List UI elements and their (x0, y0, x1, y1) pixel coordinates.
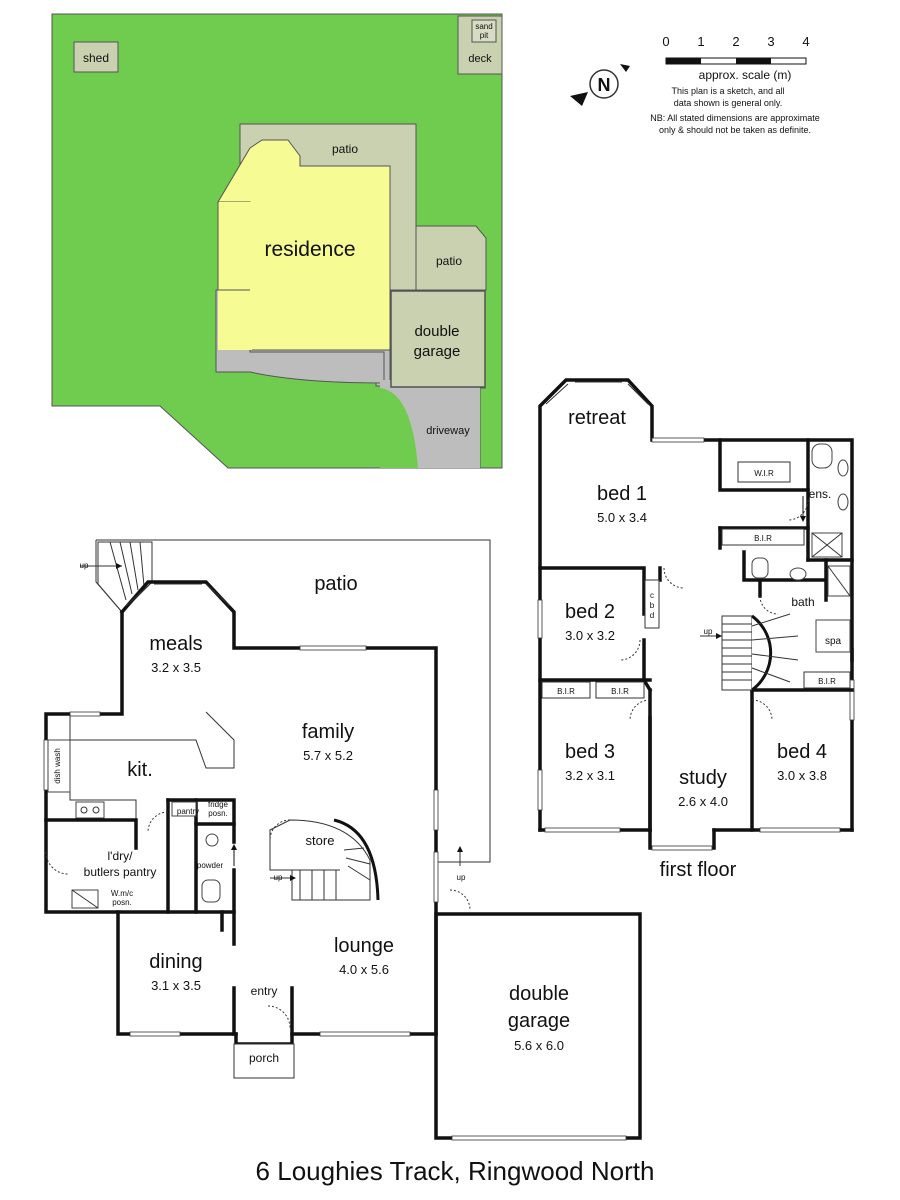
gf-up-label: up (274, 873, 283, 882)
retreat-label: retreat (568, 407, 626, 429)
address-title: 6 Loughies Track, Ringwood North (256, 1156, 655, 1186)
scale-bar: 0 1 2 3 4 approx. scale (m) (662, 34, 809, 82)
site-plan: shed sand pit deck patio patio residence… (51, 13, 503, 469)
site-garage-shape (390, 290, 486, 388)
laundry-label-2: butlers pantry (84, 865, 157, 879)
note-line-1: This plan is a sketch, and all (671, 86, 784, 96)
drive-curve (380, 388, 418, 468)
laundry-label-1: l'dry/ (108, 849, 134, 863)
scale-tick-1: 1 (697, 34, 704, 49)
bed1-label: bed 1 (597, 483, 647, 505)
ff-up-label: up (704, 627, 713, 636)
garage-up-label: up (457, 873, 466, 882)
family-label: family (302, 721, 354, 743)
deck-stairs: up (80, 541, 153, 613)
study-dim: 2.6 x 4.0 (678, 794, 728, 809)
legend: 0 1 2 3 4 approx. scale (m) N This plan … (570, 34, 820, 135)
scale-label: approx. scale (m) (699, 68, 792, 82)
nb-line-2: only & should not be taken as definite. (659, 125, 811, 135)
lounge-dim: 4.0 x 5.6 (339, 962, 389, 977)
bed2-label: bed 2 (565, 601, 615, 623)
scale-tick-3: 3 (767, 34, 774, 49)
site-garage-label-1: double (414, 323, 459, 340)
driveway-label: driveway (426, 425, 470, 437)
bed4-label: bed 4 (777, 741, 827, 763)
bir-1-label: B.I.R (754, 534, 772, 543)
scale-tick-2: 2 (732, 34, 739, 49)
ground-floor-plan: up dish wash (43, 539, 642, 1141)
scale-tick-0: 0 (662, 34, 669, 49)
wm-label-1: W.m/c (111, 889, 133, 898)
deck-up-label: up (80, 561, 89, 570)
meals-label: meals (149, 633, 202, 655)
garage-label-2: garage (508, 1010, 570, 1032)
lounge-label: lounge (334, 935, 394, 957)
ens-label: ens. (809, 487, 832, 501)
porch-label: porch (249, 1051, 279, 1065)
pantry-label: pantry (177, 807, 199, 816)
nb-line-1: NB: All stated dimensions are approximat… (650, 113, 820, 123)
pit-label: pit (480, 31, 489, 40)
ground-patio-label: patio (314, 573, 357, 595)
first-floor-plan: W.I.R B.I.R B.I.R B.I.R B.I.R c b d (537, 378, 855, 881)
cbd-b: b (650, 601, 655, 610)
sand-label: sand (475, 22, 492, 31)
powder-label: powder (197, 861, 224, 870)
bed4-dim: 3.0 x 3.8 (777, 768, 827, 783)
bath-label: bath (791, 595, 814, 609)
patio-2-shape (415, 225, 487, 291)
site-garage-label-2: garage (414, 343, 461, 360)
garage-label-1: double (509, 983, 569, 1005)
kitchen-label: kit. (127, 759, 153, 781)
ground-floor-stairs: up (269, 818, 380, 901)
scale-tick-4: 4 (802, 34, 809, 49)
cbd-c: c (650, 591, 654, 600)
north-arrow-icon: N (570, 64, 630, 106)
meals-dim: 3.2 x 3.5 (151, 660, 201, 675)
residence-fill-left (218, 202, 252, 350)
cbd-d: d (650, 611, 654, 620)
residence-label: residence (264, 238, 355, 261)
bed1-dim: 5.0 x 3.4 (597, 510, 647, 525)
bed3-label: bed 3 (565, 741, 615, 763)
entry-label: entry (251, 984, 278, 998)
shed-label: shed (83, 51, 109, 65)
garage-dim: 5.6 x 6.0 (514, 1038, 564, 1053)
dining-dim: 3.1 x 3.5 (151, 978, 201, 993)
shed-shape (73, 41, 119, 73)
deck-label: deck (468, 53, 492, 65)
bed2-dim: 3.0 x 3.2 (565, 628, 615, 643)
dishwash-label: dish wash (53, 748, 62, 784)
bir-2-label: B.I.R (557, 687, 575, 696)
study-label: study (679, 767, 727, 789)
first-floor-title: first floor (660, 859, 737, 881)
note-line-2: data shown is general only. (674, 98, 782, 108)
wm-label-2: posn. (112, 898, 132, 907)
north-letter: N (598, 75, 611, 95)
wir-label: W.I.R (754, 469, 774, 478)
family-dim: 5.7 x 5.2 (303, 748, 353, 763)
bed3-dim: 3.2 x 3.1 (565, 768, 615, 783)
store-label: store (306, 833, 335, 848)
fridge-label-2: posn. (208, 809, 228, 818)
spa-label: spa (825, 636, 842, 647)
bir-4-label: B.I.R (818, 677, 836, 686)
dining-label: dining (149, 951, 202, 973)
bir-3-label: B.I.R (611, 687, 629, 696)
fridge-label-1: fridge (208, 800, 229, 809)
first-floor-stairs: up (700, 613, 799, 692)
patio-1-label: patio (332, 142, 358, 156)
patio-2-label: patio (436, 254, 462, 268)
